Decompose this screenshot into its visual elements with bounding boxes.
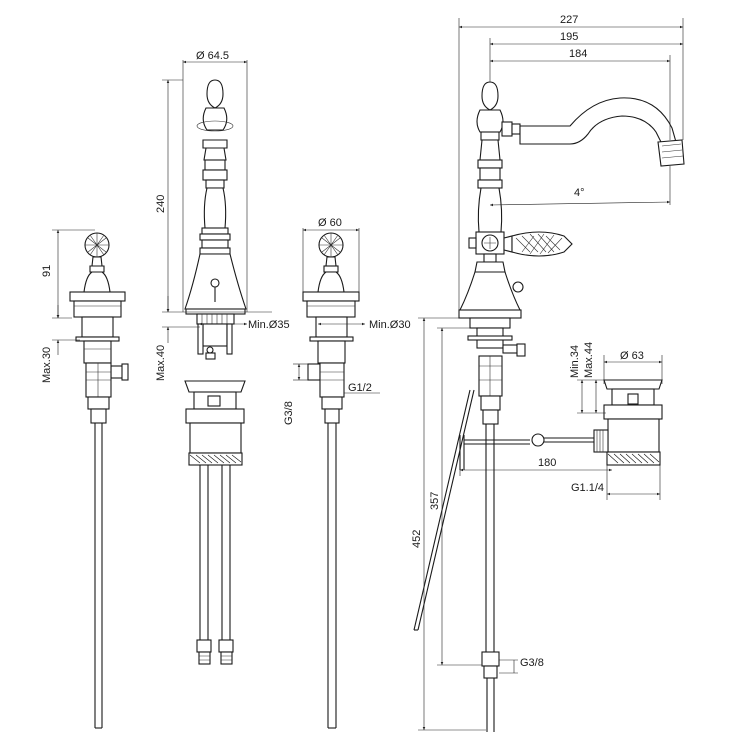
dim-min30: Min.Ø30 — [369, 319, 411, 331]
spout-side-dimensions: 227 195 184 4° 452 357 G3/8 180 — [411, 14, 684, 731]
handle-valve-side-view: 91 Max.30 — [41, 229, 129, 729]
dim-min35: Min.Ø35 — [248, 319, 290, 331]
dim-91: 91 — [41, 265, 53, 277]
dim-max40: Max.40 — [155, 345, 167, 381]
dim-d63: Ø 63 — [620, 350, 644, 362]
dim-max30: Max.30 — [41, 347, 53, 383]
dim-d60: Ø 60 — [318, 217, 342, 229]
dim-452: 452 — [411, 530, 423, 548]
dim-g114: G1.1/4 — [571, 482, 604, 494]
waste-section-front — [184, 380, 246, 665]
dim-4deg: 4° — [574, 187, 585, 199]
dim-d64-5: Ø 64.5 — [196, 50, 229, 62]
dim-184: 184 — [569, 48, 587, 60]
middle-valve-view: Ø 60 Min.Ø30 G3/8 G1/2 — [283, 217, 411, 729]
dim-g38-left: G3/8 — [283, 401, 295, 425]
dim-g38-bottom: G3/8 — [520, 657, 544, 669]
dim-max44: Max.44 — [583, 342, 595, 378]
dim-195: 195 — [560, 31, 578, 43]
dim-g12: G1/2 — [348, 382, 372, 394]
dim-min34: Min.34 — [569, 345, 581, 378]
dim-240: 240 — [155, 195, 167, 213]
dim-180: 180 — [538, 457, 556, 469]
dim-227: 227 — [560, 14, 578, 26]
waste-side-view: Ø 63 Min.34 Max.44 G1.1/4 — [569, 342, 663, 500]
spout-front-view: Ø 64.5 240 Max.40 Min.Ø35 — [155, 50, 290, 381]
dim-357: 357 — [429, 492, 441, 510]
